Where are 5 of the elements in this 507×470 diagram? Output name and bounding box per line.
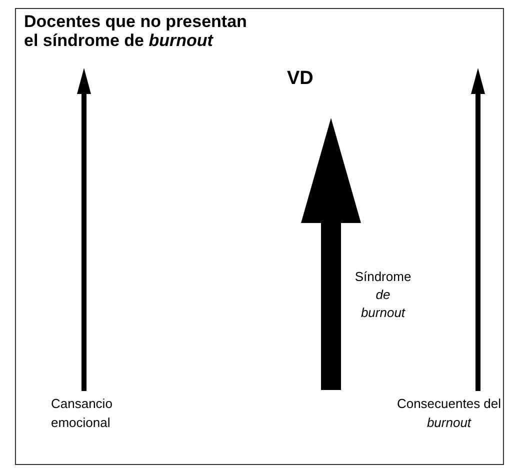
- diagram-title: Docentes que no presentan el síndrome de burnout: [24, 12, 248, 50]
- arrow-label: Síndrome de burnout: [354, 268, 412, 322]
- heading-label: VD: [287, 68, 314, 90]
- arrow-label: Consecuentes del burnout: [396, 395, 502, 432]
- arrow-label: Cansancio emocional: [51, 395, 114, 432]
